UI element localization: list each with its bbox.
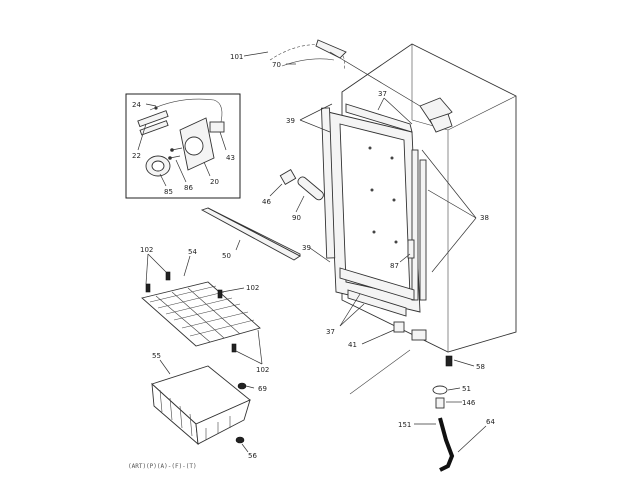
callout-55: 55 [152, 352, 161, 360]
callout-22: 22 [132, 152, 141, 160]
art-credit: (ART)(P)(A)-(F)-(T) [128, 463, 197, 470]
light-assembly [279, 169, 324, 201]
callout-69: 69 [258, 385, 267, 393]
leader-lines [137, 51, 487, 453]
callout-20: 20 [210, 178, 219, 186]
callout-54: 54 [188, 248, 197, 256]
callout-102-c: 102 [256, 366, 269, 374]
callout-46: 46 [262, 198, 271, 206]
divider-strip [200, 207, 301, 261]
callout-38: 38 [480, 214, 489, 222]
callout-146: 146 [462, 399, 476, 407]
wire-basket [151, 365, 251, 446]
callout-90: 90 [292, 214, 301, 222]
callout-64: 64 [486, 418, 495, 426]
callout-102-b: 102 [246, 284, 259, 292]
callout-70: 70 [272, 61, 281, 69]
callout-39-mid: 39 [302, 244, 311, 252]
thermostat-inset [125, 93, 241, 199]
wire-shelf [141, 271, 261, 353]
callout-51: 51 [462, 385, 471, 393]
callout-56: 56 [248, 452, 257, 460]
callout-101: 101 [230, 53, 243, 61]
callout-102-a: 102 [140, 246, 153, 254]
callout-58: 58 [476, 363, 485, 371]
callout-87: 87 [390, 262, 399, 270]
callout-41: 41 [348, 341, 357, 349]
cabinet-body [321, 43, 517, 353]
callout-labels: 101 70 37 39 24 22 43 20 86 85 46 90 38 … [128, 53, 495, 470]
top-hinge-cable [269, 39, 421, 107]
callout-37-bottom: 37 [326, 328, 335, 336]
callout-43: 43 [226, 154, 235, 162]
callout-39-top: 39 [286, 117, 295, 125]
callout-85: 85 [164, 188, 173, 196]
callout-86: 86 [184, 184, 193, 192]
drain-and-leg-parts [349, 349, 455, 472]
callout-50: 50 [222, 252, 231, 260]
callout-151: 151 [398, 421, 411, 429]
callout-37-top: 37 [378, 90, 387, 98]
callout-24: 24 [132, 101, 141, 109]
